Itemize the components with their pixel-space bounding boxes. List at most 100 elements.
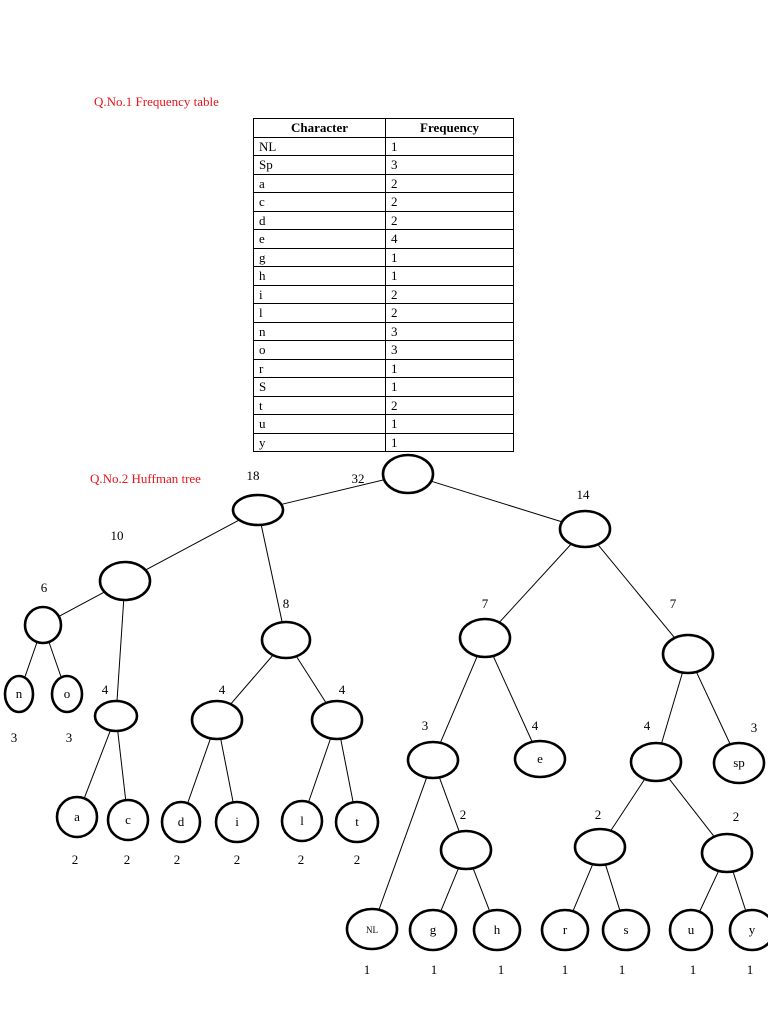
- character-cell: NL: [253, 136, 386, 156]
- tree-node-n8: [260, 620, 312, 660]
- node-label-e: e: [537, 751, 543, 766]
- tree-edge-n2uy-y: [732, 871, 747, 911]
- tree-node-n: [3, 674, 35, 714]
- tree-edge-n18-n10: [145, 519, 240, 571]
- character-cell: y: [253, 432, 386, 452]
- node-weight-n10: 10: [111, 528, 124, 543]
- node-weight-n2gh: 2: [460, 807, 467, 822]
- tree-node-n10: [98, 560, 152, 602]
- column-header-character: Character: [253, 118, 386, 138]
- node-label-h: h: [494, 922, 501, 937]
- tree-edge-n14-n7a: [498, 543, 572, 623]
- tree-node-n4ac: [93, 699, 139, 733]
- node-weight-n4di: 4: [219, 682, 226, 697]
- tree-edge-n7a-e: [492, 655, 533, 743]
- node-weight-n8: 8: [283, 596, 290, 611]
- tree-node-l: [280, 799, 324, 843]
- node-weight-n4ru: 4: [644, 718, 651, 733]
- node-weight-o: 3: [66, 730, 73, 745]
- frequency-table-heading: Q.No.1 Frequency table: [94, 94, 219, 109]
- column-header-frequency: Frequency: [385, 118, 514, 138]
- tree-node-n18: [231, 493, 285, 527]
- tree-edge-n4ac-c: [117, 730, 127, 801]
- character-cell: c: [253, 192, 386, 212]
- tree-node-n14: [558, 509, 612, 549]
- frequency-cell: 1: [385, 432, 514, 452]
- tree-edges: [24, 479, 747, 912]
- node-weight-root: 32: [352, 471, 365, 486]
- frequency-cell: 2: [385, 173, 514, 193]
- tree-edge-n6-n: [24, 641, 38, 678]
- tree-node-s: [601, 908, 651, 952]
- frequency-cell: 1: [385, 136, 514, 156]
- node-weight-n: 3: [11, 730, 18, 745]
- tree-edge-n8-n4lt: [295, 655, 327, 704]
- node-weight-c: 2: [124, 852, 131, 867]
- node-weight-n14: 14: [577, 487, 591, 502]
- tree-edge-n2gh-h: [472, 868, 491, 912]
- tree-node-h: [472, 908, 522, 952]
- node-label-d: d: [178, 814, 185, 829]
- node-weight-n4lt: 4: [339, 682, 346, 697]
- tree-edge-n10-n6: [58, 591, 105, 617]
- tree-node-n2rs: [573, 827, 627, 867]
- node-weight-r: 1: [562, 962, 569, 977]
- tree-node-e: [513, 739, 567, 779]
- tree-edge-n14-n7b: [597, 544, 676, 639]
- frequency-cell: 3: [385, 155, 514, 175]
- character-cell: Sp: [253, 155, 386, 175]
- frequency-cell: 2: [385, 210, 514, 230]
- tree-node-n7a: [458, 617, 512, 659]
- node-label-l: l: [300, 813, 304, 828]
- node-weight-y: 1: [747, 962, 754, 977]
- node-weight-n2uy: 2: [733, 809, 740, 824]
- node-weight-n7a: 7: [482, 596, 489, 611]
- tree-edge-n3-n2gh: [438, 777, 460, 832]
- tree-node-r: [540, 908, 590, 952]
- node-weight-n3: 3: [422, 718, 429, 733]
- node-weight-t: 2: [354, 852, 361, 867]
- tree-node-n6: [23, 605, 63, 645]
- tree-node-t: [334, 800, 380, 844]
- node-label-s: s: [623, 922, 628, 937]
- tree-edge-n18-n8: [260, 524, 283, 623]
- tree-node-n7b: [661, 633, 715, 675]
- node-weight-sp: 3: [751, 720, 758, 735]
- tree-edge-n2rs-r: [572, 864, 594, 912]
- tree-edge-n6-o: [48, 641, 62, 678]
- tree-node-d: [160, 800, 202, 844]
- tree-edge-n4di-i: [220, 738, 234, 803]
- tree-edge-n4ru-n2rs: [610, 778, 646, 832]
- tree-node-u: [668, 908, 714, 952]
- tree-node-n4ru: [629, 741, 683, 783]
- tree-node-n2gh: [439, 829, 493, 871]
- node-label-c: c: [125, 812, 131, 827]
- node-weight-NL: 1: [364, 962, 371, 977]
- node-weight-s: 1: [619, 962, 626, 977]
- tree-edge-n2rs-s: [605, 864, 621, 911]
- tree-edge-n7b-sp: [695, 671, 731, 745]
- table-header-row: Character Frequency: [253, 118, 514, 138]
- tree-edge-n4di-d: [187, 738, 211, 804]
- tree-edge-n10-n4ac: [116, 599, 125, 702]
- node-weight-u: 1: [690, 962, 697, 977]
- tree-node-root: [381, 453, 435, 495]
- tree-edge-n4ac-a: [83, 730, 111, 799]
- frequency-cell: 4: [385, 229, 514, 249]
- node-weight-e: 4: [532, 718, 539, 733]
